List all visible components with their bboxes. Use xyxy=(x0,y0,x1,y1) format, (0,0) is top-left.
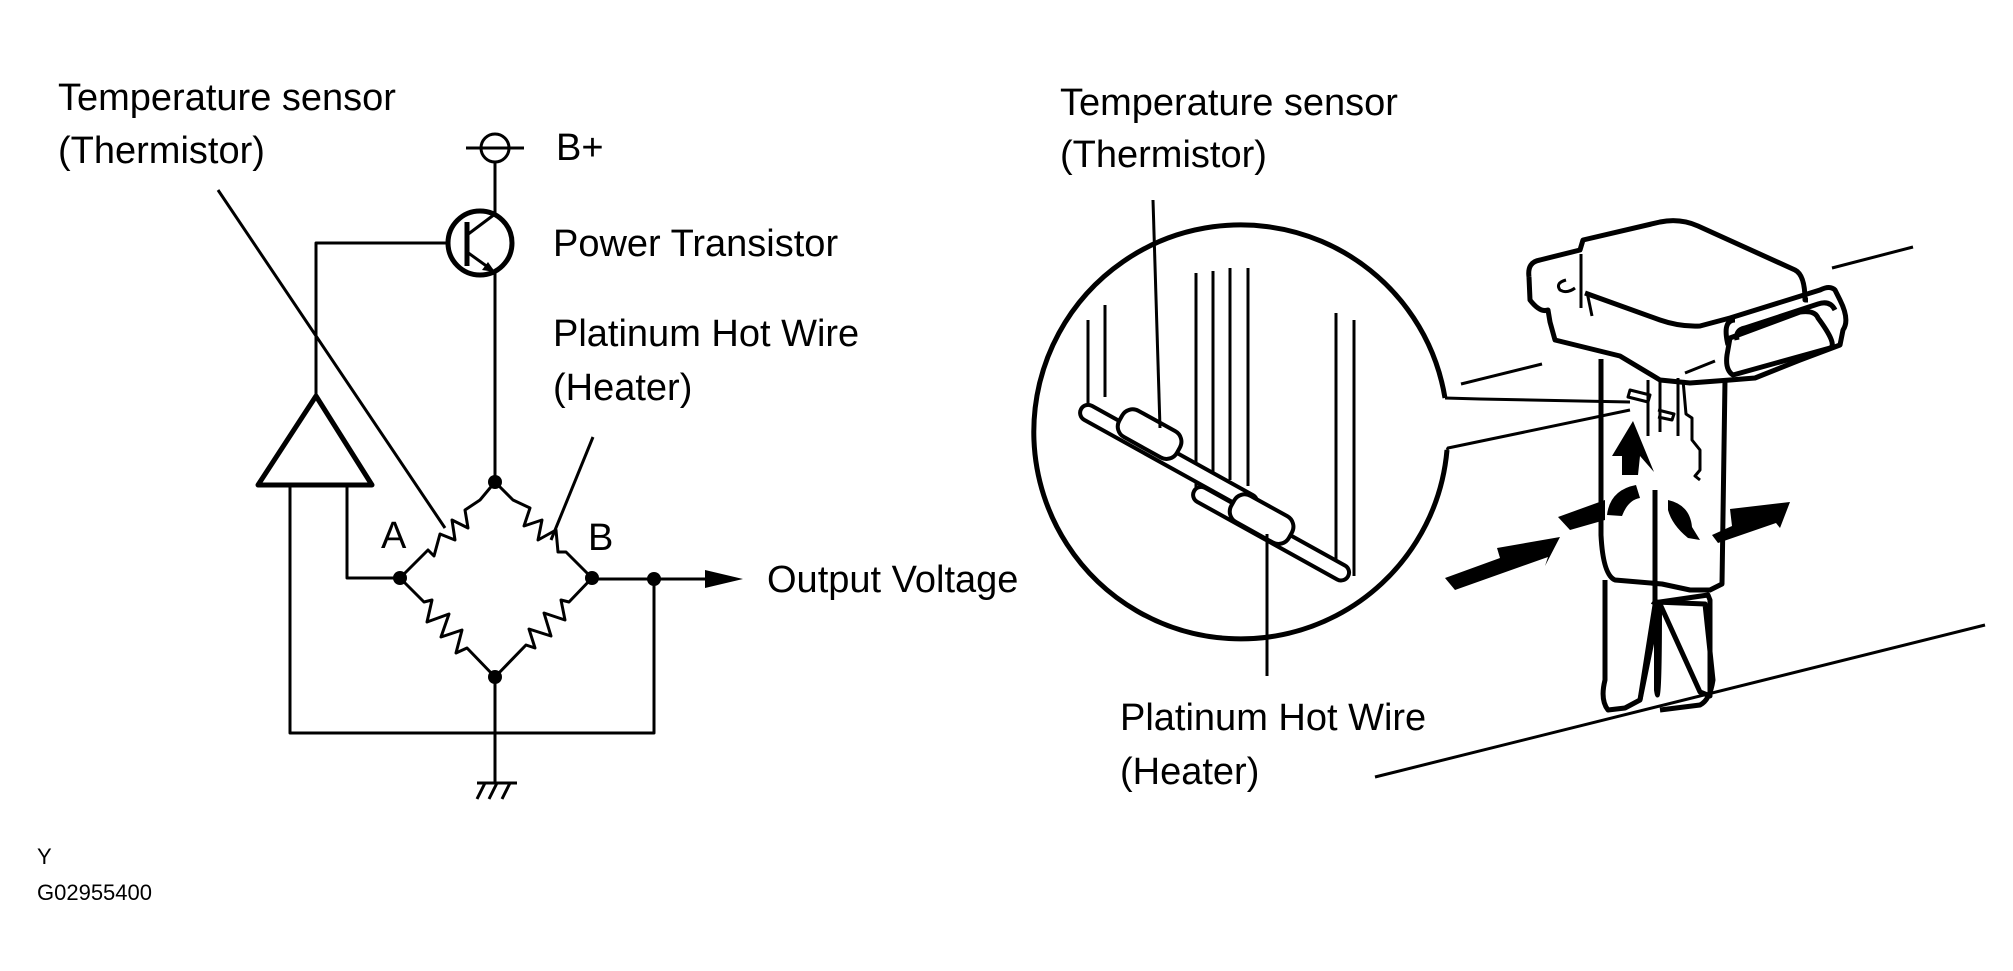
figure-id: G02955400 xyxy=(37,880,152,905)
node-top xyxy=(488,475,502,489)
thermistor-element-icon xyxy=(1078,402,1260,513)
turn-arrow-right-icon xyxy=(1668,500,1700,540)
amp-input-a-wire xyxy=(345,485,400,580)
power-transistor-icon xyxy=(445,208,515,278)
view-hot-wire-label-2: (Heater) xyxy=(1120,751,1259,793)
duct-edge-top xyxy=(1831,245,1914,270)
turn-arrow-left-icon xyxy=(1607,485,1640,516)
heater-resistor-icon xyxy=(493,480,594,580)
amp-feedback-wire xyxy=(288,485,656,735)
view-hot-wire-label-1: Platinum Hot Wire xyxy=(1120,697,1426,739)
duct-edge-bottom xyxy=(1374,623,1986,779)
view-thermistor-leader xyxy=(1151,199,1162,429)
thermistor-leader-line xyxy=(216,189,447,529)
node-a-label: A xyxy=(381,515,407,557)
magnifier-pointer-top xyxy=(1444,396,1631,404)
circuit-hot-wire-label-2: (Heater) xyxy=(553,367,692,409)
view-temp-sensor-label-1: Temperature sensor xyxy=(1060,82,1398,124)
output-arrow-icon xyxy=(705,570,743,588)
amplifier-icon xyxy=(255,393,375,488)
upflow-arrow-icon xyxy=(1612,421,1654,475)
circuit-hot-wire-label-1: Platinum Hot Wire xyxy=(553,313,859,355)
circuit-temp-sensor-label-2: (Thermistor) xyxy=(58,130,265,172)
air-flow-arrows xyxy=(1445,421,1790,590)
base-wire xyxy=(314,241,448,396)
sensor-view: Temperature sensor (Thermistor) xyxy=(1031,82,1986,793)
duct-edge-mid xyxy=(1460,362,1543,386)
inflow-arrow-2-icon xyxy=(1558,500,1605,530)
circuit-temp-sensor-label-1: Temperature sensor xyxy=(58,77,396,119)
magnifier-circle xyxy=(1031,222,1450,642)
heater-element-icon xyxy=(1191,484,1352,583)
bridge-circuit: Temperature sensor (Thermistor) B+ Power… xyxy=(58,77,1018,800)
outflow-arrow-icon xyxy=(1712,502,1790,543)
supply-terminal-icon xyxy=(466,132,524,164)
transistor-label: Power Transistor xyxy=(553,223,838,265)
bridge-resistors xyxy=(398,480,594,679)
supply-label: B+ xyxy=(556,127,604,169)
resistor-bottom-right-icon xyxy=(493,576,594,679)
view-temp-sensor-label-2: (Thermistor) xyxy=(1060,134,1267,176)
heater-leader-line xyxy=(549,436,595,541)
view-code: Y xyxy=(37,844,52,869)
node-b-label: B xyxy=(588,517,613,559)
output-label: Output Voltage xyxy=(767,559,1018,601)
ground-icon xyxy=(475,781,517,800)
mass-air-flow-sensor-body xyxy=(1526,218,1849,713)
inflow-arrow-icon xyxy=(1445,537,1560,590)
magnifier-pointer-bottom xyxy=(1445,408,1631,451)
support-posts xyxy=(1086,268,1356,578)
resistor-bottom-left-icon xyxy=(398,576,497,679)
node-a xyxy=(393,571,407,585)
thermistor-resistor-icon xyxy=(398,481,497,580)
